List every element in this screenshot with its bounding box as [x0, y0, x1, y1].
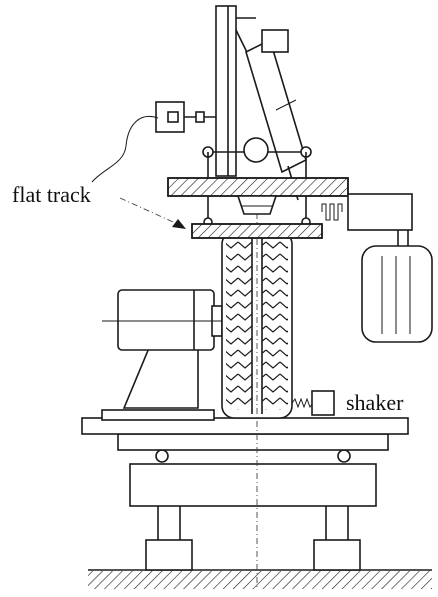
- flat-track-plate: [191, 223, 323, 239]
- ground: [88, 569, 432, 589]
- right-motor-assembly: [321, 193, 433, 343]
- base-platform: [81, 417, 409, 507]
- left-motor-assembly: [101, 289, 223, 421]
- upper-plate: [167, 177, 349, 197]
- support-feet: [145, 504, 361, 571]
- shaker: [291, 390, 335, 416]
- flat-track-label: flat track: [12, 182, 91, 207]
- sensor-with-cable: [91, 101, 216, 183]
- flat-track-arrow: [119, 197, 186, 229]
- inclined-actuator: [245, 29, 307, 201]
- shaker-label: shaker: [346, 390, 404, 415]
- hub: [236, 195, 278, 215]
- tire: [221, 231, 293, 419]
